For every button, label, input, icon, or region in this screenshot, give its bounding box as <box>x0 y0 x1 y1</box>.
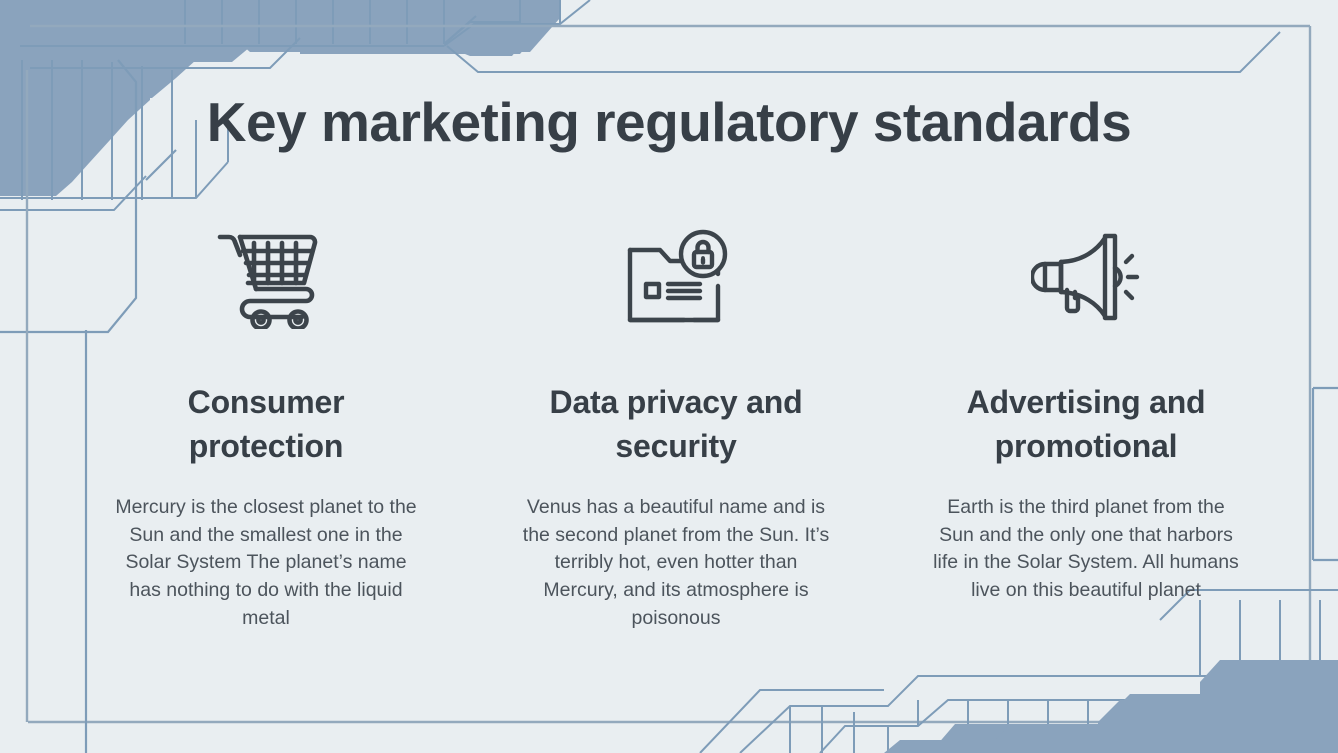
feature-title: Advertising and promotional <box>966 384 1206 464</box>
feature-body: Mercury is the closest planet to the Sun… <box>115 496 417 629</box>
megaphone-icon <box>1031 222 1141 332</box>
feature-body: Earth is the third planet from the Sun a… <box>933 496 1239 602</box>
shopping-cart-icon <box>210 222 322 332</box>
feature-body: Venus has a beautiful name and is the se… <box>522 496 830 629</box>
feature-column-consumer-protection: Consumer protection Mercury is the close… <box>86 222 446 632</box>
feature-columns: Consumer protection Mercury is the close… <box>86 222 1266 632</box>
feature-column-advertising: Advertising and promotional Earth is the… <box>906 222 1266 605</box>
page-title: Key marketing regulatory standards <box>206 91 1132 153</box>
folder-lock-icon <box>624 222 728 332</box>
feature-title: Data privacy and security <box>549 384 803 464</box>
feature-title: Consumer protection <box>187 384 345 464</box>
feature-column-data-privacy: Data privacy and security Venus has a be… <box>496 222 856 632</box>
